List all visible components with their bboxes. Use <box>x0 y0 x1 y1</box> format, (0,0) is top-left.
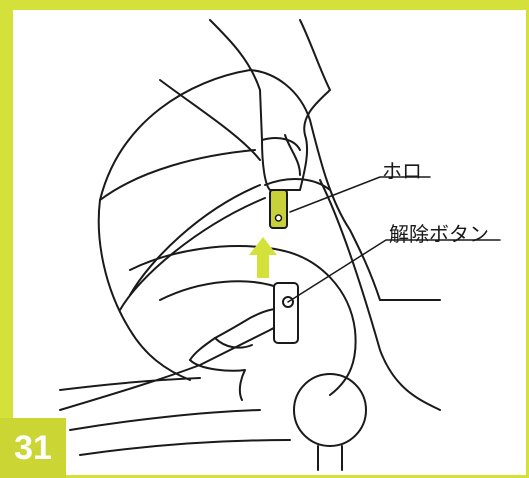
frame-top-bar <box>0 0 529 10</box>
horo-clip <box>269 189 288 229</box>
seat-base-line <box>69 409 261 431</box>
lower-hand-knuckle <box>214 337 253 349</box>
lower-hand-finger <box>189 359 246 401</box>
canopy-outline <box>99 69 441 301</box>
up-arrow-icon <box>249 237 277 278</box>
canopy-frame-rod <box>129 184 261 296</box>
frame-bottom-bar <box>0 475 529 478</box>
lower-hand <box>59 307 293 411</box>
seat-back-right <box>319 179 441 411</box>
horo-label: ホロ <box>382 159 422 183</box>
adjuster-knob <box>293 373 367 447</box>
release-button <box>282 296 294 308</box>
seat-shell <box>129 245 357 396</box>
frame-left-bar <box>0 0 13 478</box>
release-button-label: 解除ボタン <box>389 222 489 246</box>
step-number-badge: 31 <box>0 418 66 478</box>
canopy-frame-rod-3 <box>264 178 331 191</box>
seat-base-left <box>59 377 201 391</box>
knob-stem <box>317 445 343 471</box>
canopy-frame-rod-2 <box>119 197 266 311</box>
seat-base-bottom <box>79 439 291 456</box>
release-pointer-line <box>287 239 501 303</box>
release-button-housing <box>273 282 299 344</box>
upper-hand-thumb <box>261 137 301 151</box>
horo-clip-hole <box>274 214 283 222</box>
canopy-inner-line <box>99 149 256 201</box>
upper-hand <box>209 19 331 191</box>
canopy-lower-edge <box>97 199 191 381</box>
frame-right-bar <box>526 0 529 478</box>
canopy-seam <box>159 79 261 161</box>
seat-shell-inner <box>159 280 286 301</box>
horo-pointer-line <box>289 176 431 213</box>
